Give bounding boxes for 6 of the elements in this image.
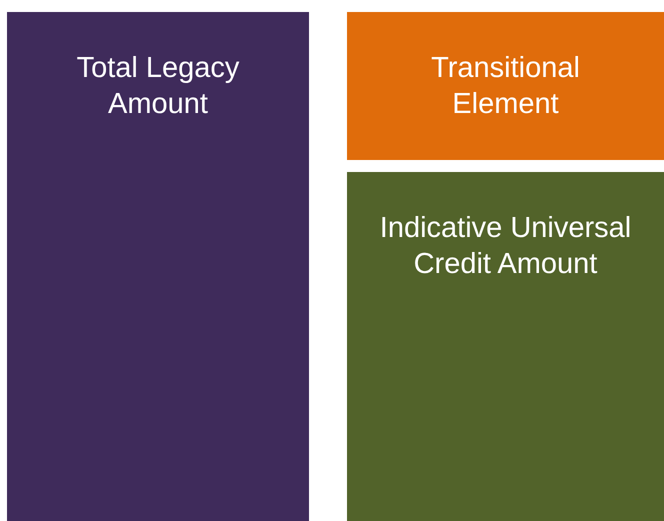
block-label: Transitional Element <box>430 51 581 122</box>
block-label: Total Legacy Amount <box>76 51 240 122</box>
color-block <box>347 12 664 160</box>
block-label: Indicative Universal Credit Amount <box>378 211 632 282</box>
color-block <box>347 172 664 521</box>
color-block <box>7 12 309 521</box>
